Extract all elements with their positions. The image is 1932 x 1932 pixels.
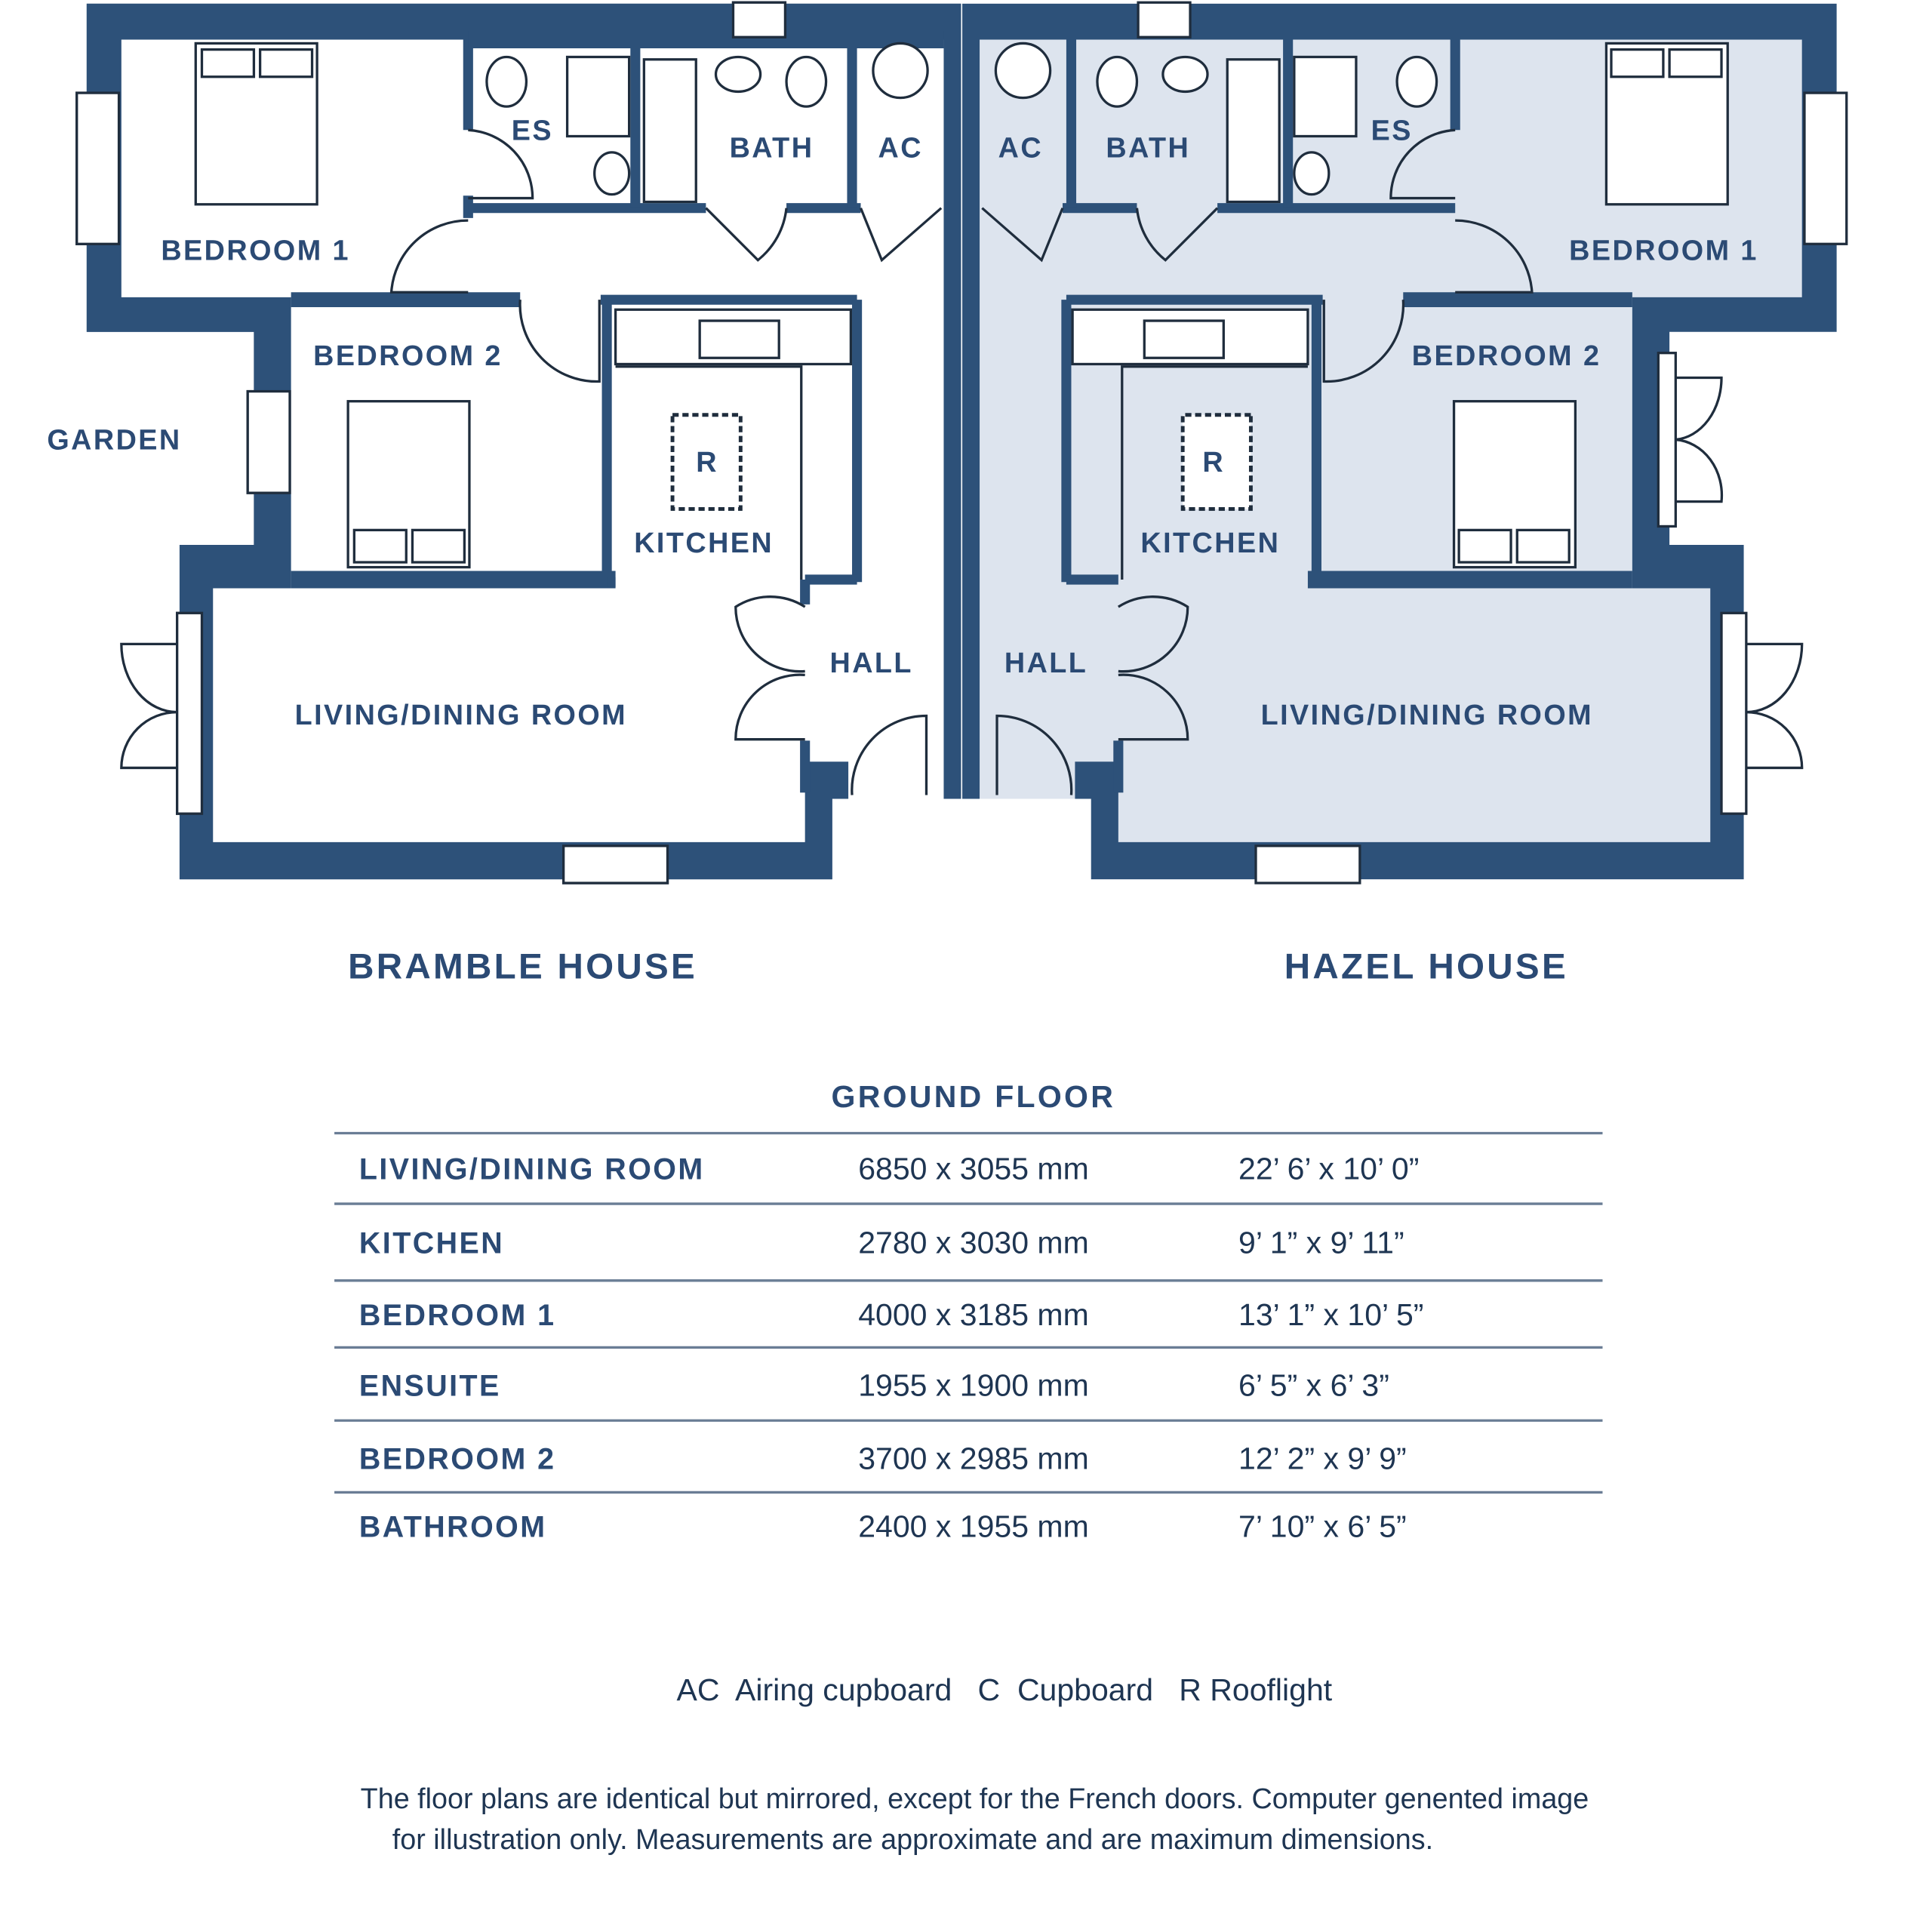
row-imperial: 22’ 6’ x 10’ 0” (1238, 1151, 1419, 1186)
row-metric: 1955 x 1900 mm (858, 1367, 1089, 1402)
table-row: BEDROOM 1 4000 x 3185 mm 13’ 1” x 10’ 5” (359, 1297, 1424, 1332)
row-metric: 4000 x 3185 mm (858, 1297, 1089, 1332)
table-row: BATHROOM 2400 x 1955 mm 7’ 10” x 6’ 5” (359, 1509, 1407, 1544)
row-room: BEDROOM 1 (359, 1299, 556, 1332)
label-hall: HALL (1004, 647, 1088, 678)
row-metric: 6850 x 3055 mm (858, 1151, 1089, 1186)
label-bedroom2: BEDROOM 2 (1412, 340, 1601, 371)
table-row: ENSUITE 1955 x 1900 mm 6’ 5” x 6’ 3” (359, 1367, 1389, 1402)
label-living: LIVING/DINING ROOM (1261, 699, 1594, 731)
table-title: GROUND FLOOR (832, 1079, 1116, 1114)
row-imperial: 9’ 1” x 9’ 11” (1238, 1226, 1404, 1260)
row-imperial: 6’ 5” x 6’ 3” (1238, 1367, 1389, 1402)
bramble-room-labels: BEDROOM 1 ES BATH AC BEDROOM 2 R KITCHEN… (47, 114, 922, 731)
left-house-geometry (77, 2, 961, 883)
row-metric: 2780 x 3030 mm (858, 1226, 1089, 1260)
right-house-geometry (962, 1, 1848, 884)
house-name-hazel: HAZEL HOUSE (1284, 946, 1568, 986)
row-room: ENSUITE (359, 1369, 501, 1402)
dimensions-table: GROUND FLOOR LIVING/DINING ROOM 6850 x 3… (334, 1079, 1603, 1544)
label-es: ES (512, 114, 553, 146)
row-imperial: 7’ 10” x 6’ 5” (1238, 1509, 1407, 1544)
label-kitchen: KITCHEN (1140, 527, 1280, 558)
label-rooflight: R (1202, 446, 1225, 478)
footnote-line2: for illustration only. Measurements are … (392, 1823, 1433, 1855)
label-living: LIVING/DINING ROOM (295, 699, 628, 731)
label-rooflight: R (696, 446, 718, 478)
hazel-room-labels: BEDROOM 1 ES BATH AC BEDROOM 2 R KITCHEN… (998, 114, 1758, 731)
legend: AC Airing cupboard C Cupboard R Roofligh… (677, 1672, 1333, 1707)
table-row: LIVING/DINING ROOM 6850 x 3055 mm 22’ 6’… (359, 1151, 1420, 1186)
row-metric: 3700 x 2985 mm (858, 1441, 1089, 1475)
row-room: BATHROOM (359, 1511, 547, 1544)
label-hall: HALL (829, 647, 912, 678)
label-bedroom1: BEDROOM 1 (1569, 235, 1758, 266)
row-room: BEDROOM 2 (359, 1442, 556, 1475)
label-garden: GARDEN (47, 424, 181, 456)
table-row: BEDROOM 2 3700 x 2985 mm 12’ 2” x 9’ 9” (359, 1441, 1407, 1475)
label-ac: AC (878, 131, 922, 163)
table-row: KITCHEN 2780 x 3030 mm 9’ 1” x 9’ 11” (359, 1226, 1404, 1260)
row-room: LIVING/DINING ROOM (359, 1152, 705, 1186)
label-bedroom2: BEDROOM 2 (313, 340, 503, 371)
label-bath: BATH (730, 131, 814, 163)
label-kitchen: KITCHEN (634, 527, 774, 558)
footnote-line1: The floor plans are identical but mirror… (361, 1783, 1589, 1814)
label-bedroom1: BEDROOM 1 (161, 235, 350, 266)
french-doors-icon (120, 642, 177, 770)
row-imperial: 13’ 1” x 10’ 5” (1238, 1297, 1423, 1332)
row-metric: 2400 x 1955 mm (858, 1509, 1089, 1544)
row-room: KITCHEN (359, 1227, 504, 1260)
row-imperial: 12’ 2” x 9’ 9” (1238, 1441, 1407, 1475)
house-name-bramble: BRAMBLE HOUSE (348, 946, 697, 986)
label-bath: BATH (1106, 131, 1190, 163)
label-es: ES (1371, 114, 1413, 146)
label-ac: AC (998, 131, 1043, 163)
